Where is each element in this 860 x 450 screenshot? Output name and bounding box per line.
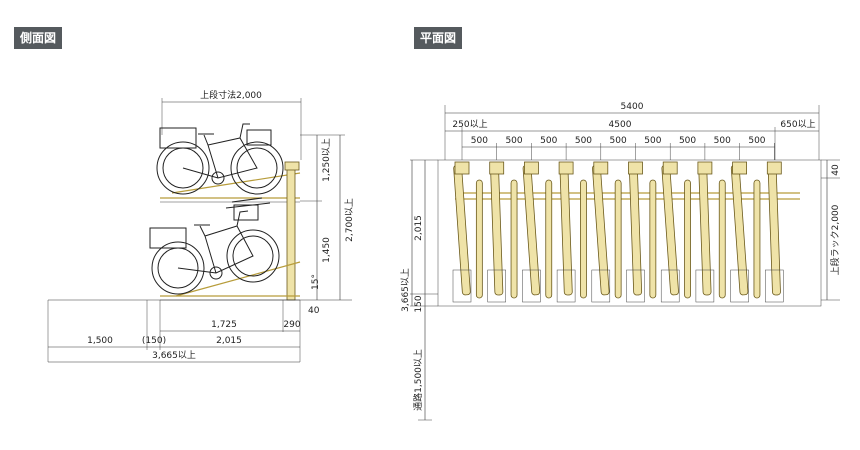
lower-rack-slot xyxy=(580,179,587,299)
wheel-box xyxy=(730,269,749,303)
lower-rack-slot xyxy=(475,179,483,299)
v3665-label: 3,665以上 xyxy=(400,268,411,312)
pitch-labels: 500 500 500 500 500 500 500 500 500 xyxy=(471,136,775,160)
pitch-label: 500 xyxy=(610,136,627,146)
lower-bicycle xyxy=(149,197,280,295)
upper-rack-slot xyxy=(490,164,504,296)
angle-label: 15° xyxy=(311,274,321,290)
upper-rack-slot xyxy=(698,164,712,296)
right-margin-label: 650以上 xyxy=(780,119,815,130)
wheel-box xyxy=(487,269,506,303)
upper-rack-slot xyxy=(661,164,679,296)
lower-rack-slot xyxy=(753,179,761,299)
wheel-box xyxy=(626,269,645,303)
w1500-label: 1,500 xyxy=(87,336,113,346)
wheel-box xyxy=(452,269,472,303)
wheel-box xyxy=(695,269,715,303)
pitch-label: 500 xyxy=(679,136,696,146)
rack-head xyxy=(628,161,643,175)
upper-dim-label: 上段寸法2,000 xyxy=(200,89,262,101)
lower-rack-slot xyxy=(614,179,622,299)
w290-label: 290 xyxy=(283,320,300,330)
side-view: 上段寸法2,000 xyxy=(47,89,355,363)
upper-rack-slot xyxy=(559,164,573,296)
pitch-label: 500 xyxy=(748,136,765,146)
side-view-title: 側面図 xyxy=(14,27,63,49)
w40-label: 40 xyxy=(308,306,320,316)
upper-rack-slot xyxy=(767,164,781,296)
wheel-box xyxy=(660,269,680,303)
pitch-label: 500 xyxy=(471,136,488,146)
aisle-label: 通路1,500以上 xyxy=(412,349,424,411)
pitch-label: 500 xyxy=(575,136,592,146)
v40-label: 40 xyxy=(831,164,841,176)
rack-head xyxy=(524,161,539,175)
v150-label: 150 xyxy=(414,295,424,312)
upper-rack-slot xyxy=(522,164,541,296)
upper-rack-slot xyxy=(628,164,643,296)
pitch-label: 500 xyxy=(714,136,731,146)
total-label: 5400 xyxy=(621,102,644,112)
rack-head xyxy=(697,161,713,175)
wheel-box xyxy=(591,269,611,303)
rack-head xyxy=(558,161,574,175)
pitch-label: 500 xyxy=(505,136,522,146)
middle-label: 4500 xyxy=(609,120,632,130)
left-margin-label: 250以上 xyxy=(452,119,487,130)
lower-rack-slot xyxy=(545,179,553,299)
upper-bicycle xyxy=(156,123,284,195)
lower-rack-slot xyxy=(718,179,726,299)
rack-head xyxy=(454,161,470,175)
pitch-label: 500 xyxy=(644,136,661,146)
pitch-label: 500 xyxy=(540,136,557,146)
w2015-label: 2,015 xyxy=(216,336,242,346)
rack-head xyxy=(732,161,747,175)
rack-set xyxy=(452,161,784,303)
lower-rack-slot xyxy=(510,179,518,299)
lower-rack-slot xyxy=(649,179,657,299)
wheel-box xyxy=(522,269,541,303)
lower-rack-slot xyxy=(684,179,691,299)
rack-length-label: 上段ラック2,000 xyxy=(829,204,841,275)
rack-head xyxy=(662,161,678,175)
upper-rack-slot xyxy=(592,164,610,296)
h-total-label: 2,700以上 xyxy=(344,198,355,242)
wheel-box xyxy=(556,269,576,303)
rack-head xyxy=(489,161,505,175)
plan-view-title: 平面図 xyxy=(414,27,463,49)
rack-post xyxy=(286,167,296,301)
h-upper-label: 1,250以上 xyxy=(321,138,332,182)
rack-head xyxy=(766,161,782,175)
h-lower-label: 1,450 xyxy=(322,237,332,263)
plan-frame xyxy=(437,159,822,307)
w-total-label: 3,665以上 xyxy=(152,350,196,361)
v2015-label: 2,015 xyxy=(414,215,424,241)
w150-label: (150) xyxy=(142,336,166,346)
upper-rack-slot xyxy=(730,164,749,296)
w1725-label: 1,725 xyxy=(211,320,237,330)
rack-head xyxy=(593,161,609,175)
upper-rack-slot xyxy=(453,164,471,296)
wheel-box xyxy=(765,269,784,303)
